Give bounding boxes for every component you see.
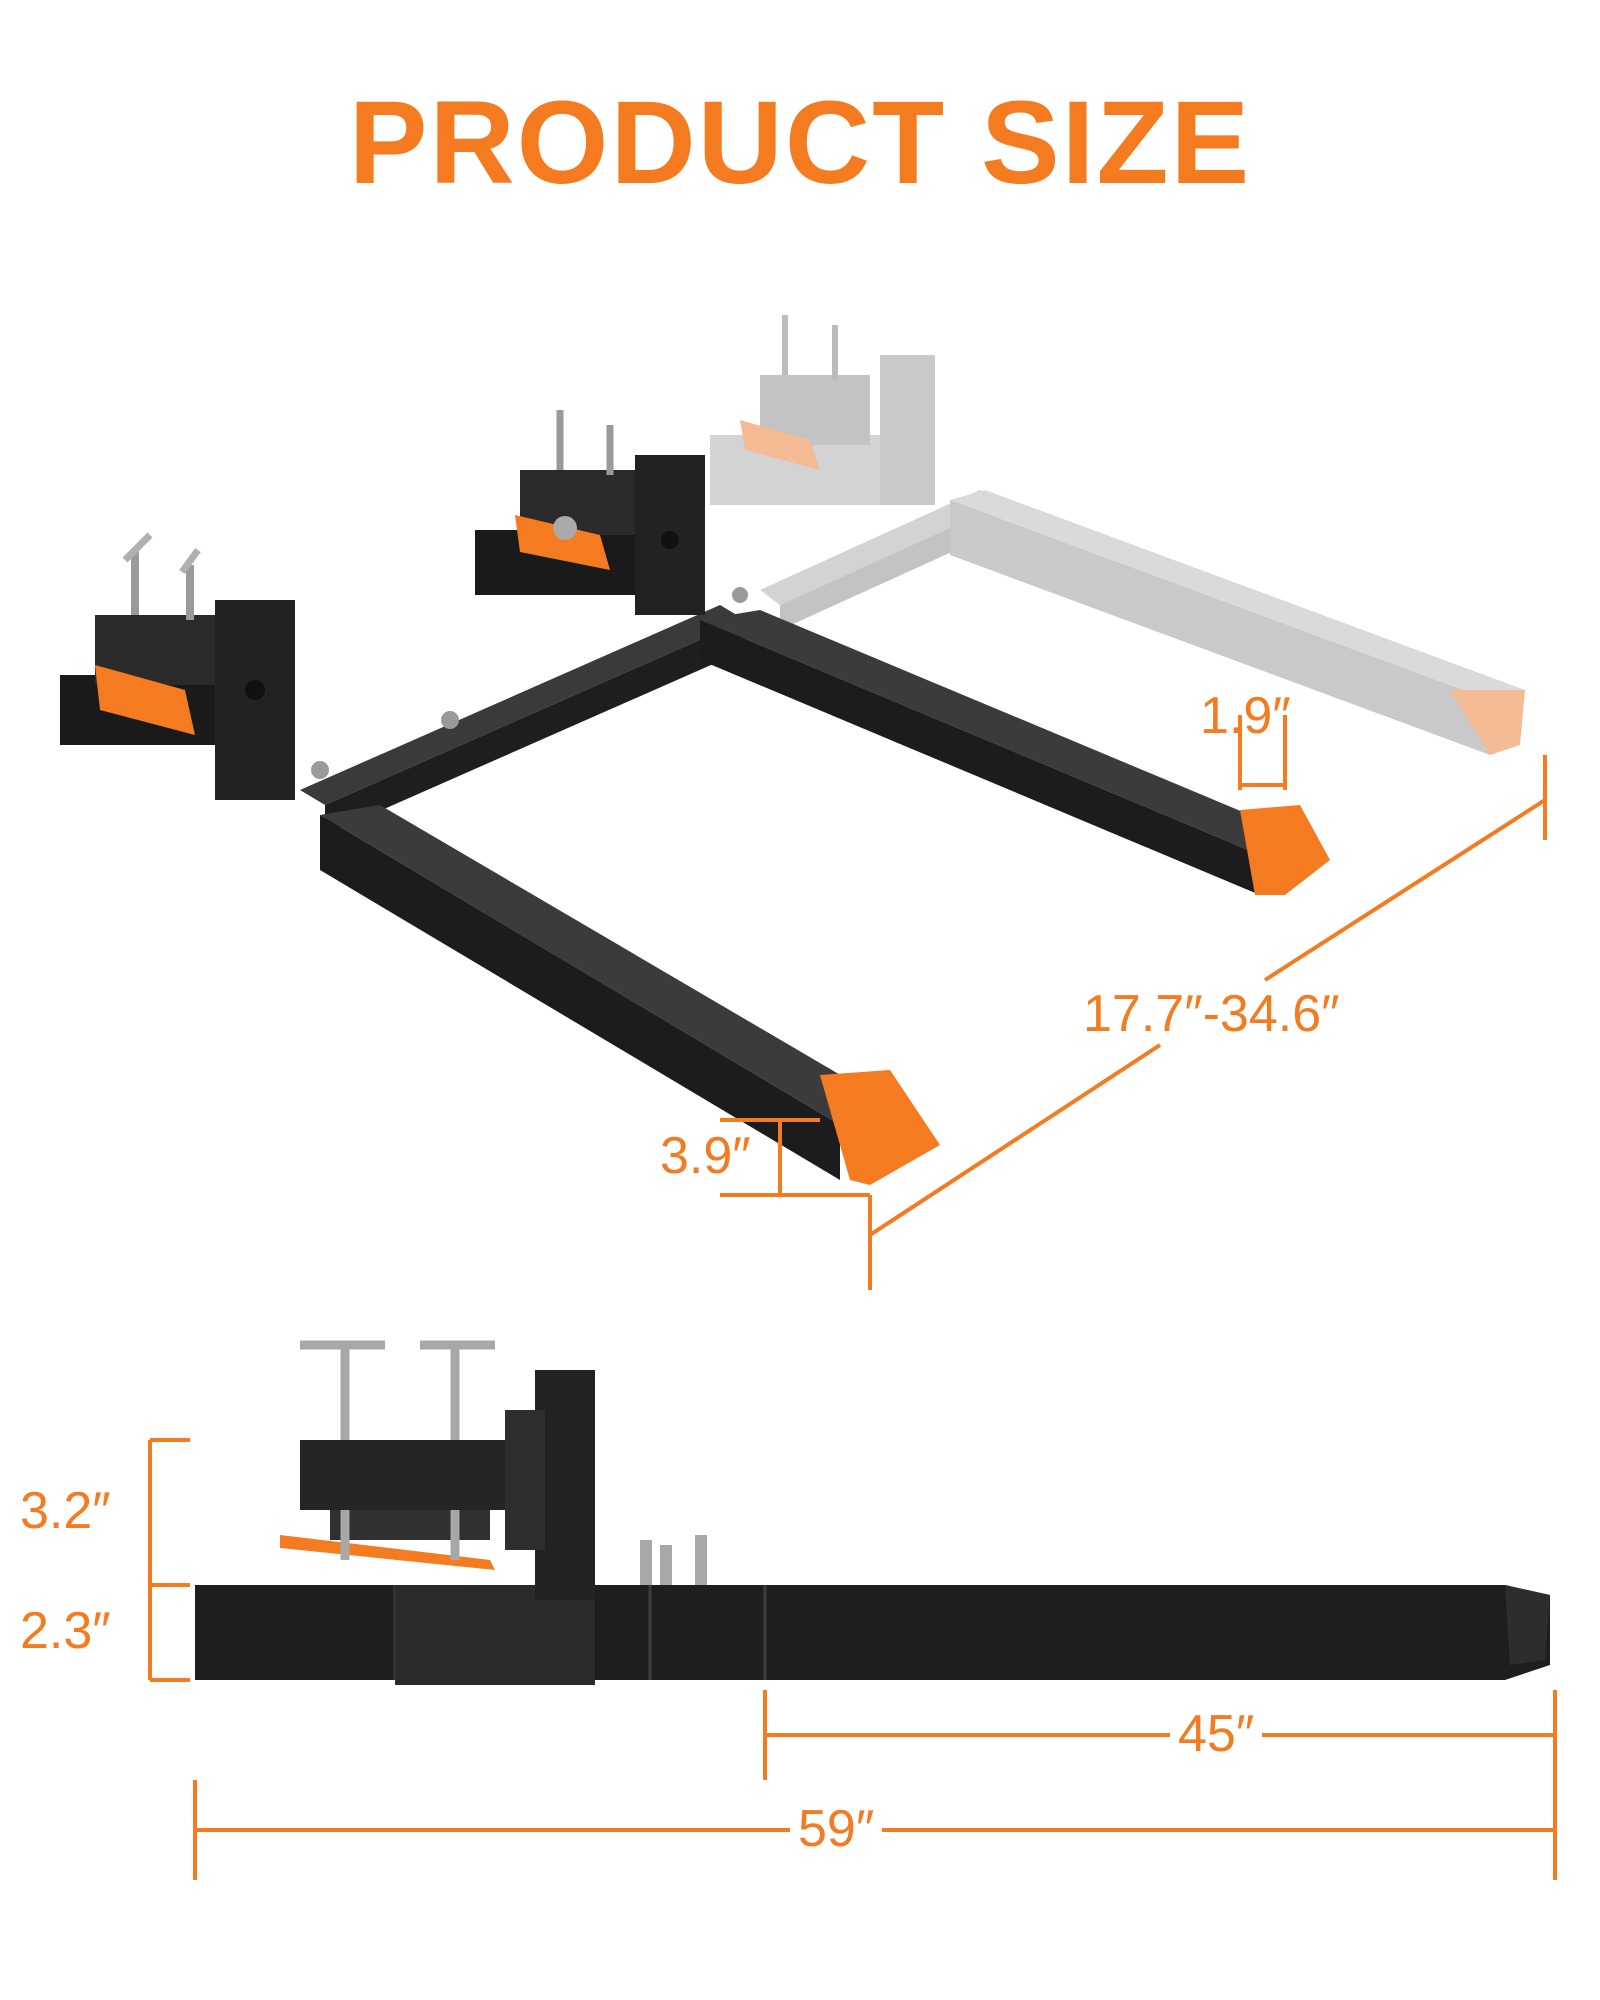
- ghost-fork-assembly: [710, 315, 1525, 755]
- clamp-pad: [280, 1535, 495, 1570]
- total-length-label: 59″: [790, 1803, 883, 1855]
- side-tine-height-label: 2.3″: [20, 1602, 111, 1660]
- clamp-height-label: 3.2″: [20, 1482, 111, 1540]
- tine-height-label: 3.9″: [660, 1127, 751, 1185]
- top-dimension-lines: [720, 715, 1547, 1290]
- right-clamp-bracket: [475, 410, 748, 615]
- tine-width-label: 1.9″: [1200, 687, 1291, 745]
- left-tine-tip: [820, 1070, 940, 1185]
- left-clamp-bracket: [60, 532, 459, 800]
- spread-range-label: 17.7″-34.6″: [1075, 988, 1348, 1040]
- tine-length-label: 45″: [1170, 1708, 1263, 1760]
- page-title: PRODUCT SIZE: [348, 77, 1252, 209]
- fork-assembly: [60, 410, 1330, 1185]
- right-tine-tip: [1240, 805, 1330, 895]
- ghost-tine-tip: [1450, 690, 1525, 755]
- side-view-assembly: [195, 1340, 1550, 1685]
